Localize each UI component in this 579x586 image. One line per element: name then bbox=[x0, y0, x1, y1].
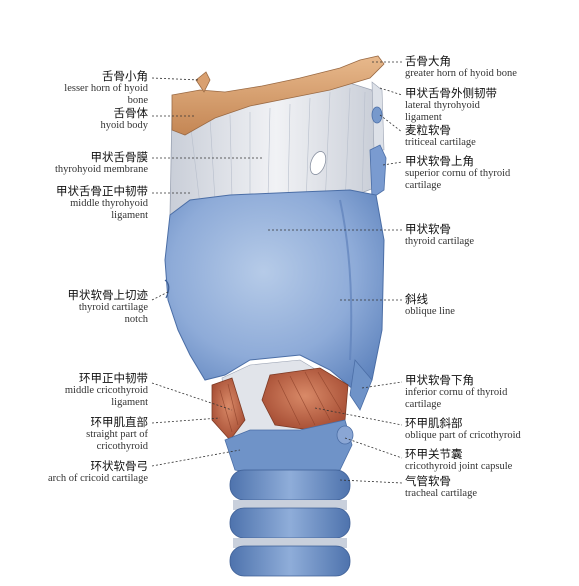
oblique-line-shape bbox=[339, 199, 353, 361]
label-thyrohyoid-membrane-zh: 甲状舌骨膜 bbox=[90, 150, 149, 164]
cricothyroid-muscle-right bbox=[261, 367, 349, 431]
label-superior-cornu-zh: 甲状软骨上角 bbox=[405, 154, 474, 168]
label-straight-part-zh: 环甲肌直部 bbox=[90, 415, 149, 429]
label-lesser-horn-zh: 舌骨小角 bbox=[102, 69, 148, 83]
label-superior-cornu-en-1: superior cornu of thyroid bbox=[405, 168, 511, 180]
label-superior-cornu-en-2: cartilage bbox=[405, 180, 442, 192]
thyroid-cartilage-shape bbox=[164, 189, 385, 396]
label-greater-horn-en: greater horn of hyoid bone bbox=[405, 68, 517, 80]
label-oblique-line: 斜线 oblique line bbox=[405, 292, 455, 318]
label-lesser-horn-en-2: bone bbox=[127, 95, 148, 107]
label-hyoid-body-en: hyoid body bbox=[100, 120, 148, 132]
membrane-foramen bbox=[309, 151, 327, 175]
label-middle-thyrohyoid-zh: 甲状舌骨正中韧带 bbox=[56, 184, 148, 198]
label-inferior-cornu-en-1: inferior cornu of thyroid bbox=[405, 387, 508, 399]
label-lateral-thyrohyoid-en-1: lateral thyrohyoid bbox=[405, 100, 480, 112]
label-oblique-part-en: oblique part of cricothyroid bbox=[405, 430, 521, 442]
label-tracheal: 气管软骨 tracheal cartilage bbox=[405, 474, 477, 500]
superior-cornu-shape bbox=[369, 144, 387, 199]
label-cricoid-arch-zh: 环状软骨弓 bbox=[90, 459, 149, 473]
label-hyoid-body: 舌骨体 hyoid body bbox=[100, 106, 149, 132]
leader-lines bbox=[151, 61, 403, 484]
label-lateral-thyrohyoid-zh: 甲状舌骨外侧韧带 bbox=[405, 86, 497, 100]
cricothyroid-joint-shape bbox=[336, 425, 354, 445]
label-thyroid-cartilage: 甲状软骨 thyroid cartilage bbox=[405, 222, 475, 248]
label-hyoid-body-zh: 舌骨体 bbox=[113, 106, 149, 120]
triticeal-cartilage-shape bbox=[371, 106, 383, 124]
trachea-shape bbox=[229, 469, 351, 577]
thyroid-notch-shape bbox=[164, 279, 170, 299]
label-thyroid-cartilage-en: thyroid cartilage bbox=[405, 236, 475, 248]
label-thyroid-notch-zh: 甲状软骨上切迹 bbox=[67, 288, 149, 302]
label-cricoid-arch-en: arch of cricoid cartilage bbox=[48, 473, 148, 485]
label-inferior-cornu-zh: 甲状软骨下角 bbox=[405, 373, 474, 387]
label-lateral-thyrohyoid-en-2: ligament bbox=[405, 112, 442, 124]
label-joint-capsule: 环甲关节囊 cricothyroid joint capsule bbox=[405, 447, 513, 473]
label-oblique-part-zh: 环甲肌斜部 bbox=[405, 416, 463, 430]
label-greater-horn: 舌骨大角 greater horn of hyoid bone bbox=[405, 54, 517, 80]
label-middle-thyrohyoid-en-1: middle thyrohyoid bbox=[70, 198, 148, 210]
label-joint-capsule-en: cricothyroid joint capsule bbox=[405, 461, 513, 473]
label-oblique-line-en: oblique line bbox=[405, 306, 455, 318]
label-thyroid-cartilage-zh: 甲状软骨 bbox=[405, 222, 451, 236]
label-thyroid-notch-en-2: notch bbox=[124, 314, 148, 326]
label-middle-cricothyroid-zh: 环甲正中韧带 bbox=[79, 371, 148, 385]
label-thyroid-notch-en-1: thyroid cartilage bbox=[78, 302, 148, 314]
label-thyrohyoid-membrane-en: thyrohyoid membrane bbox=[54, 164, 148, 176]
label-straight-part-en-1: straight part of bbox=[86, 429, 148, 441]
label-oblique-part: 环甲肌斜部 oblique part of cricothyroid bbox=[405, 416, 521, 442]
label-triticeal-en: triticeal cartilage bbox=[405, 137, 476, 149]
label-inferior-cornu-en-2: cartilage bbox=[405, 399, 442, 411]
label-thyrohyoid-membrane: 甲状舌骨膜 thyrohyoid membrane bbox=[54, 150, 149, 176]
inferior-cornu-shape bbox=[349, 359, 373, 411]
label-joint-capsule-zh: 环甲关节囊 bbox=[405, 447, 463, 461]
label-oblique-line-zh: 斜线 bbox=[405, 292, 428, 306]
label-triticeal: 麦粒软骨 triticeal cartilage bbox=[405, 123, 476, 149]
label-tracheal-en: tracheal cartilage bbox=[405, 488, 477, 500]
label-middle-cricothyroid-en-2: ligament bbox=[111, 397, 148, 409]
lesser-horn-shape bbox=[195, 71, 211, 93]
label-cricoid-arch: 环状软骨弓 arch of cricoid cartilage bbox=[48, 459, 149, 485]
label-middle-cricothyroid-en-1: middle cricothyroid bbox=[64, 385, 148, 397]
label-lesser-horn-en-1: lesser horn of hyoid bbox=[64, 83, 148, 95]
label-tracheal-zh: 气管软骨 bbox=[405, 474, 451, 488]
label-straight-part-en-2: cricothyroid bbox=[96, 441, 148, 453]
hyoid-bone-shape bbox=[171, 55, 385, 136]
label-triticeal-zh: 麦粒软骨 bbox=[405, 123, 451, 137]
label-middle-thyrohyoid-en-2: ligament bbox=[111, 210, 148, 222]
label-greater-horn-zh: 舌骨大角 bbox=[405, 54, 451, 68]
